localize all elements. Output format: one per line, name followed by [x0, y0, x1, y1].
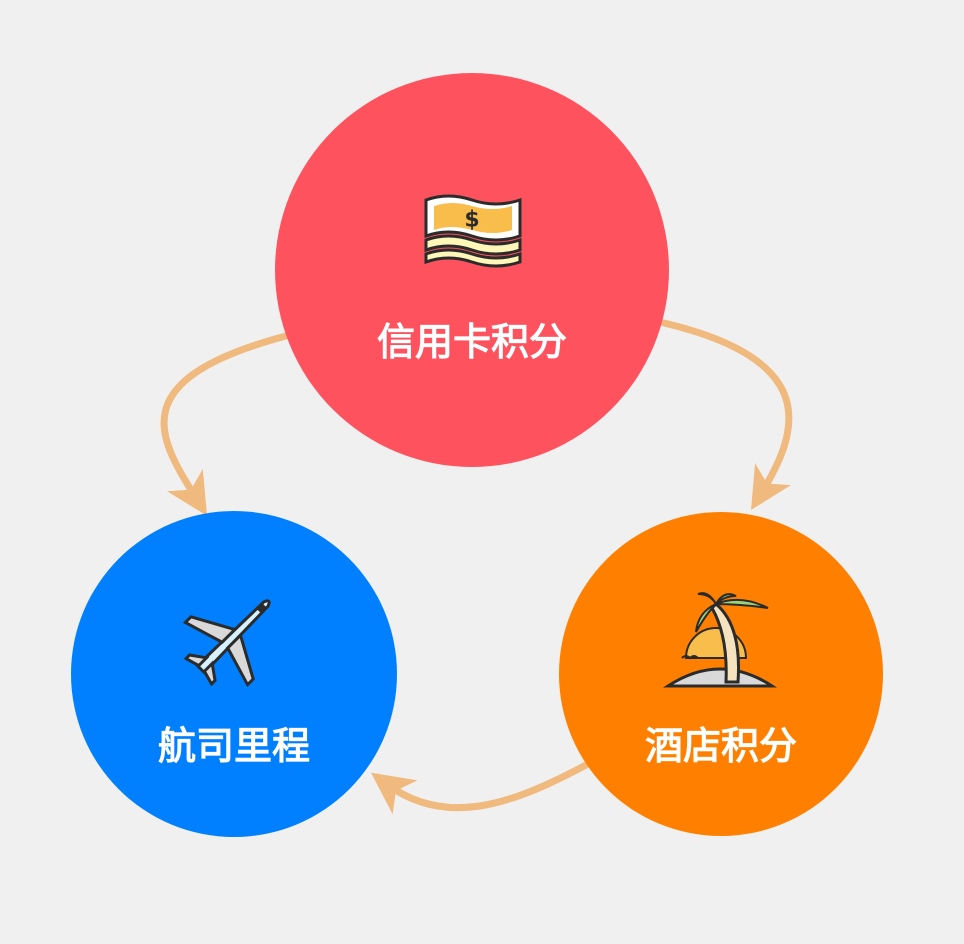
node-circle: [71, 511, 397, 837]
arrow-credit-to-airline: [160, 332, 290, 516]
node-label: 航司里程: [158, 724, 310, 768]
node-airline-miles: 航司里程: [71, 511, 397, 837]
node-circle: [275, 73, 669, 467]
svg-text:$: $: [464, 208, 479, 233]
money-stack-icon: $: [424, 194, 522, 268]
arrow-hotel-to-airline: [370, 761, 590, 815]
node-hotel-points: 酒店积分: [559, 512, 883, 836]
arrow-credit-to-hotel: [660, 319, 793, 510]
palm-island-icon: [662, 592, 778, 688]
node-label: 酒店积分: [645, 724, 797, 768]
airplane-icon: [182, 599, 271, 688]
node-credit-card-points: $ 信用卡积分: [275, 73, 669, 467]
node-label: 信用卡积分: [377, 320, 567, 364]
